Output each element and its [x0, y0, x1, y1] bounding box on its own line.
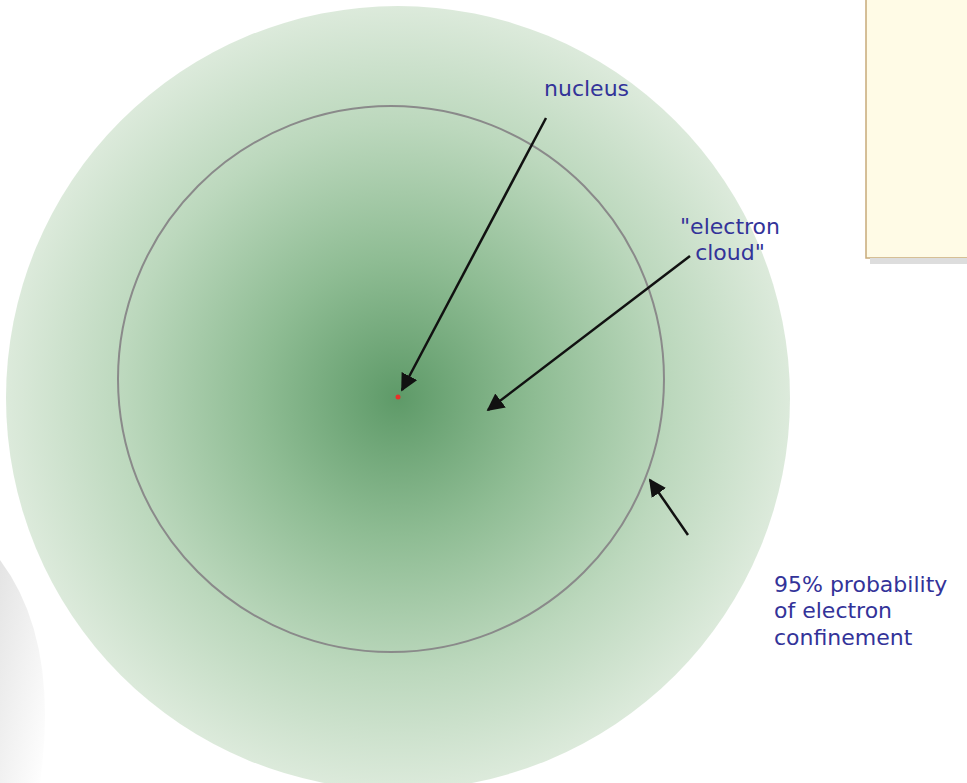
electron-cloud: [6, 6, 790, 783]
note-box-shadow: [870, 258, 967, 264]
probability-boundary: [118, 106, 664, 652]
background-shade: [0, 560, 45, 783]
callout-label: 95% probability of electron confinement: [774, 572, 962, 651]
leader-arrow: [650, 480, 688, 535]
leader-arrow: [488, 256, 690, 410]
nucleus-dot: [396, 395, 401, 400]
callout-label: "electron cloud": [668, 214, 792, 267]
note-box: [866, 0, 967, 258]
callout-label: nucleus: [544, 76, 664, 102]
leader-arrow: [402, 118, 546, 390]
